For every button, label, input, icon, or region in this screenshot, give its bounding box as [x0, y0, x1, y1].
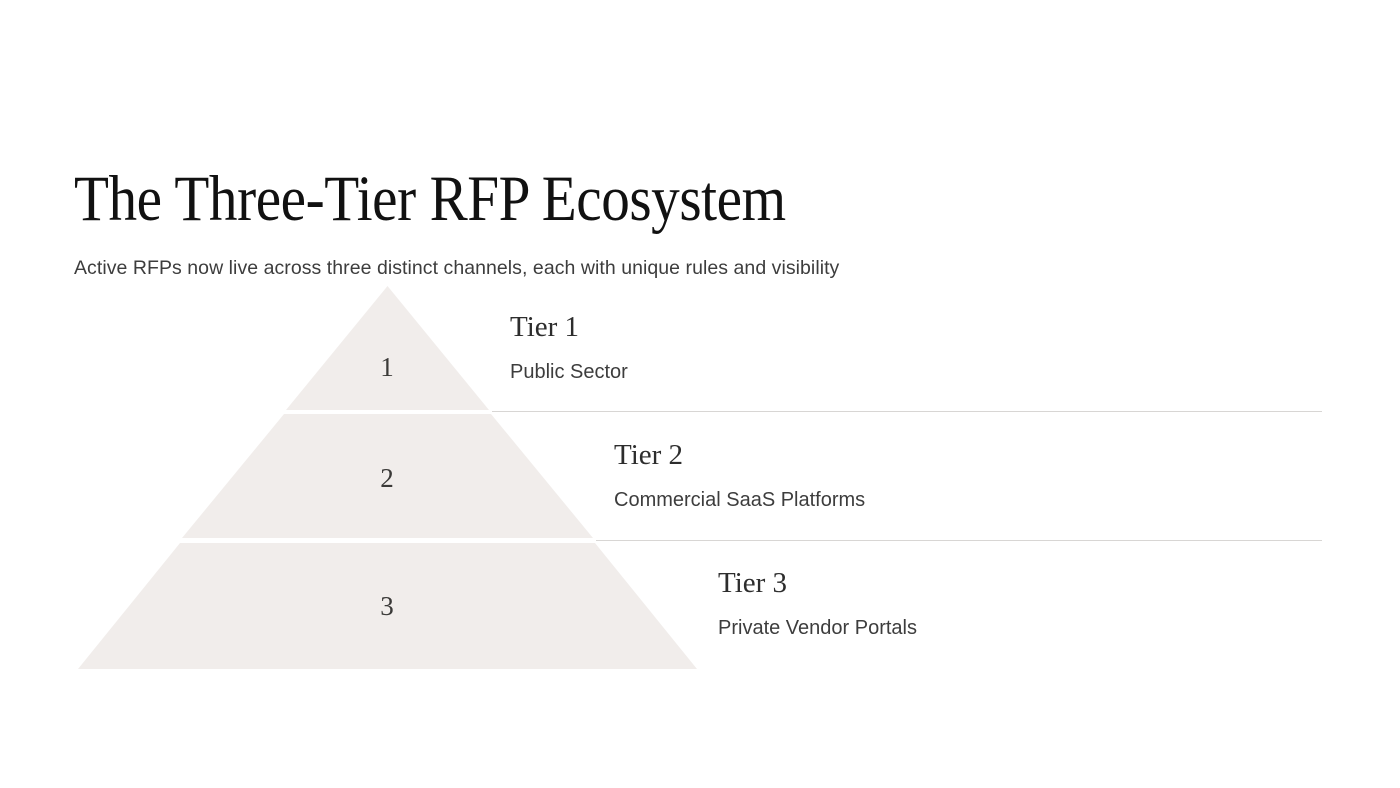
- tier-divider-1: [492, 411, 1322, 412]
- pyramid-tier-3-shape: [78, 543, 697, 669]
- tier-1-description: Public Sector: [510, 361, 628, 383]
- page-subtitle: Active RFPs now live across three distin…: [74, 256, 840, 279]
- tier-3-heading: Tier 3: [718, 567, 788, 599]
- tier-3-description: Private Vendor Portals: [718, 617, 917, 639]
- pyramid-tier-3-number: 3: [380, 591, 394, 621]
- pyramid-tier-1-shape: [286, 286, 489, 410]
- page-title: The Three-Tier RFP Ecosystem: [74, 162, 786, 235]
- pyramid-tier-2-shape: [182, 414, 593, 538]
- tier-2-heading: Tier 2: [614, 439, 684, 471]
- tier-label-group-3: Tier 3 Private Vendor Portals: [718, 566, 917, 642]
- tier-label-group-2: Tier 2 Commercial SaaS Platforms: [614, 438, 865, 514]
- tier-label-group-1: Tier 1 Public Sector: [510, 310, 628, 386]
- pyramid-diagram: 1 2 3: [78, 286, 698, 670]
- tier-2-description: Commercial SaaS Platforms: [614, 489, 866, 511]
- tier-divider-2: [596, 540, 1322, 541]
- tier-1-heading: Tier 1: [510, 311, 580, 343]
- pyramid-tier-2-number: 2: [380, 463, 394, 493]
- pyramid-tier-1-number: 1: [380, 352, 394, 382]
